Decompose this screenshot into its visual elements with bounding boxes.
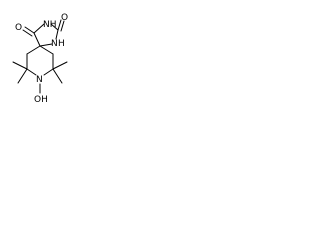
bond-carbonyl-left-o-1 xyxy=(24,26,35,34)
bond-cquat-right-to-n xyxy=(43,68,54,76)
bond-carbonyl-left-o-2 xyxy=(22,29,33,37)
atom-label-n-ring: N xyxy=(51,39,58,49)
bond-cquat-left-to-n xyxy=(26,68,37,76)
bond-methyl-left-upper xyxy=(12,61,28,70)
structure-diagram: NH N H O O N OH xyxy=(0,0,80,119)
bond-carbonyl-top-o-2 xyxy=(60,20,65,32)
atom-label-h-ring: H xyxy=(58,39,65,49)
bond-nh-to-carbonyl-top xyxy=(50,23,59,31)
atom-label-oh: OH xyxy=(34,95,48,105)
bond-spiro-to-ch2-left xyxy=(26,45,41,55)
bond-carbonyl-top-to-n xyxy=(55,29,59,40)
bond-spiro-to-ch2-right xyxy=(39,45,54,55)
bond-carbonyl-top-o-1 xyxy=(57,19,62,31)
bond-carbonyl-left-to-nh xyxy=(33,23,45,34)
bond-methyl-right-upper xyxy=(52,61,68,70)
atom-label-nh: NH xyxy=(43,20,57,30)
bond-n-to-spiro xyxy=(39,43,53,47)
atom-label-o-top: O xyxy=(61,13,68,23)
bond-methyl-left-lower xyxy=(17,68,28,84)
molecule-drawing: NH N H O O N OH xyxy=(12,13,68,105)
atom-label-o-left: O xyxy=(15,23,22,33)
bond-methyl-right-lower xyxy=(52,68,63,84)
atom-label-n-bottom: N xyxy=(36,75,43,85)
bond-spiro-to-carbonyl-left xyxy=(33,32,41,47)
